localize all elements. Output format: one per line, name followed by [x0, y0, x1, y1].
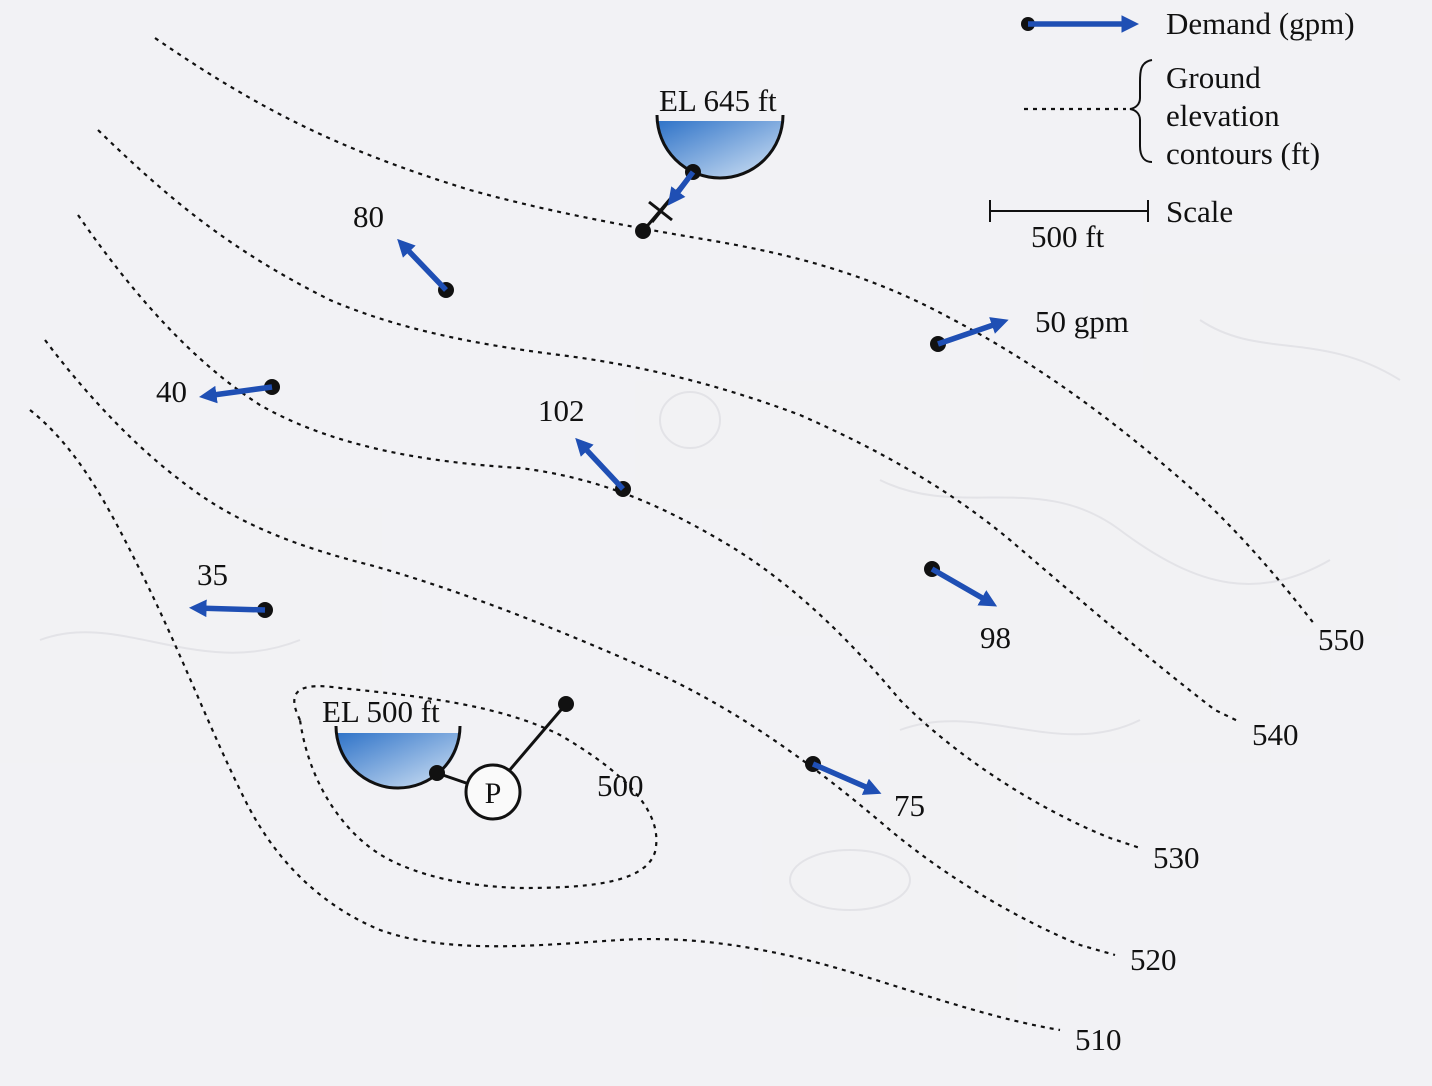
demand-arrow-50 [937, 317, 1009, 347]
legend-contours-line1: Ground [1166, 60, 1261, 95]
contour-label-520: 520 [1130, 942, 1177, 977]
legend-brace [1129, 59, 1153, 163]
pipe-pump-outlet [506, 703, 568, 773]
valve-icon [648, 199, 673, 223]
pump-label: P [485, 777, 502, 810]
contour-520 [44, 339, 1116, 957]
legend-scale-label: Scale [1166, 194, 1233, 229]
demand-label-80: 80 [353, 199, 384, 234]
contour-label-500: 500 [597, 768, 644, 803]
demand-label-50: 50 gpm [1035, 304, 1129, 339]
demand-arrow-80 [397, 238, 448, 292]
legend-contours-line2: elevation [1166, 98, 1280, 133]
demand-label-98: 98 [980, 620, 1011, 655]
lower-reservoir-label: EL 500 ft [322, 694, 440, 729]
legend-contours-line3: contours (ft) [1166, 136, 1320, 171]
demand-arrow-40 [199, 384, 273, 404]
scale-bar-icon [989, 200, 1149, 222]
contour-540 [97, 129, 1241, 723]
upper-reservoir-label: EL 645 ft [659, 83, 777, 118]
legend-scale-value: 500 ft [1031, 219, 1105, 254]
demand-arrows [188, 15, 1140, 795]
demand-label-75: 75 [894, 788, 925, 823]
elevation-contours [29, 37, 1316, 1032]
contour-label-530: 530 [1153, 840, 1200, 875]
contour-label-550: 550 [1318, 622, 1365, 657]
contour-labels: 500 510 520 530 540 550 [597, 622, 1365, 1057]
demand-label-35: 35 [197, 557, 228, 592]
contour-label-540: 540 [1252, 717, 1299, 752]
contour-550 [154, 37, 1316, 626]
contour-510 [29, 409, 1061, 1032]
lower-reservoir-water [336, 733, 460, 788]
demand-label-102: 102 [538, 393, 585, 428]
contour-530 [77, 214, 1141, 850]
demand-arrow-upper-flow [667, 170, 696, 206]
upper-reservoir: EL 645 ft [655, 83, 785, 180]
contour-500 [293, 685, 658, 890]
demand-arrow-35 [188, 599, 266, 618]
upper-reservoir-water [657, 121, 783, 178]
upper-reservoir-tank [655, 114, 785, 180]
legend-demand-label: Demand (gpm) [1166, 6, 1355, 41]
node-lower-reservoir [429, 765, 445, 781]
contour-label-510: 510 [1075, 1022, 1122, 1057]
node-pump-outlet [558, 696, 574, 712]
demand-labels: 80 50 gpm 40 102 35 98 75 [156, 199, 1129, 823]
demand-arrow-98 [930, 566, 998, 607]
lower-reservoir: EL 500 ft [322, 694, 462, 790]
pump-icon: P [464, 763, 522, 821]
demand-arrow-75 [811, 761, 882, 795]
lower-reservoir-tank [334, 725, 462, 790]
legend: Demand (gpm) Ground elevation contours (… [989, 6, 1355, 254]
demand-arrow-102 [575, 437, 626, 491]
node-valve [635, 223, 651, 239]
demand-label-40: 40 [156, 374, 187, 409]
